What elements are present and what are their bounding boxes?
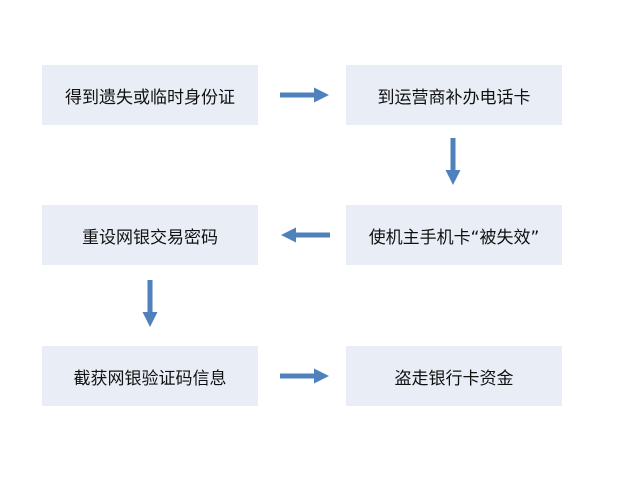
step-label: 得到遗失或临时身份证 (65, 87, 235, 108)
step-label: 盗走银行卡资金 (394, 368, 514, 389)
step-label: 使机主手机卡“被失效” (368, 227, 540, 248)
step-label: 截获网银验证码信息 (73, 368, 227, 389)
step-invalidate-owner-sim: 使机主手机卡“被失效” (346, 205, 562, 265)
step-intercept-verification-code: 截获网银验证码信息 (42, 346, 258, 406)
step-reset-banking-password: 重设网银交易密码 (42, 205, 258, 265)
step-reissue-sim-card: 到运营商补办电话卡 (346, 65, 562, 125)
step-steal-funds: 盗走银行卡资金 (346, 346, 562, 406)
step-label: 到运营商补办电话卡 (377, 87, 531, 108)
step-obtain-id-card: 得到遗失或临时身份证 (42, 65, 258, 125)
step-label: 重设网银交易密码 (82, 227, 218, 248)
